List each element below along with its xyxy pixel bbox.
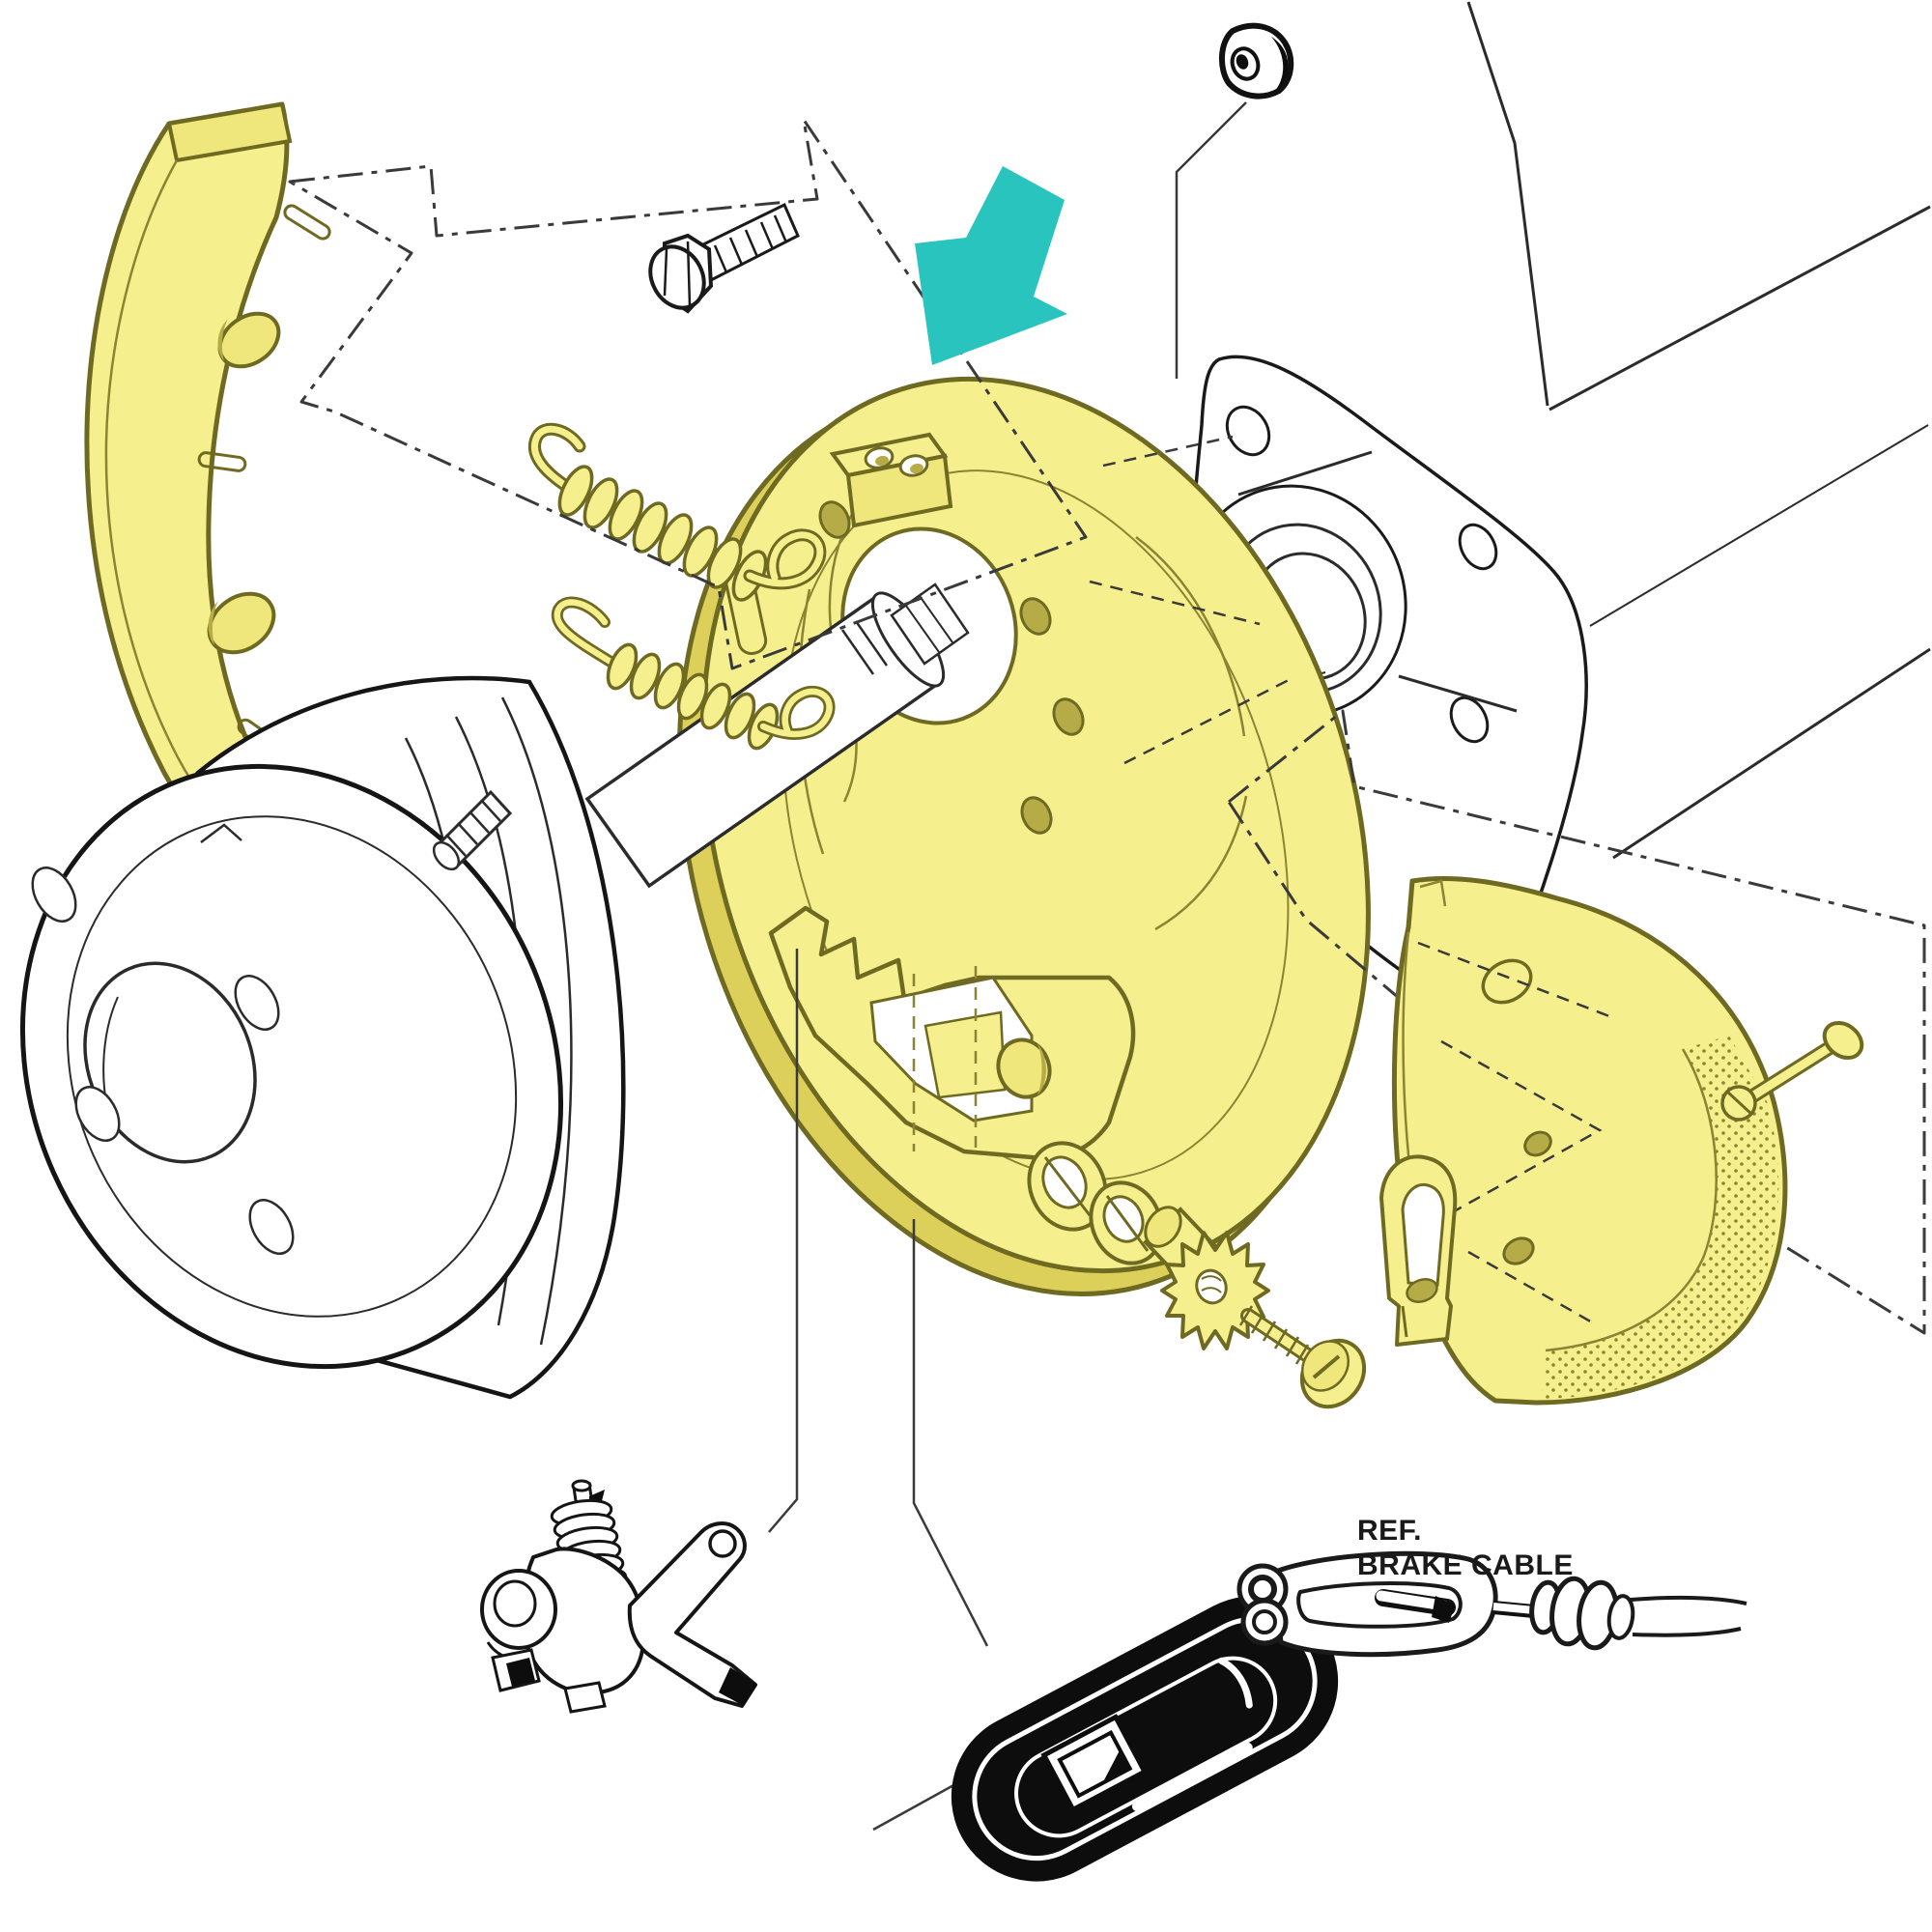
hold-down-clip	[1379, 1154, 1458, 1347]
ref-label-line1: REF.	[1357, 1515, 1422, 1547]
installation-arrow-left	[1227, 709, 1926, 1335]
cable-boot	[1529, 1576, 1635, 1651]
ref-label-line2: BRAKE CABLE	[1357, 1549, 1574, 1581]
lock-washer	[1027, 1141, 1108, 1232]
anchor-pin	[1720, 1020, 1864, 1122]
brake-shoe-right	[1391, 875, 1788, 1406]
pointer-arrow	[915, 166, 1067, 365]
brake-cable-lever	[480, 1479, 757, 1714]
adjuster-screw	[1238, 1305, 1367, 1409]
brake-drum	[19, 675, 626, 1400]
ref-label: REF. BRAKE CABLE	[1357, 1515, 1574, 1581]
brake-cable-clevis	[1236, 1550, 1747, 1658]
mounting-bolt	[648, 202, 800, 314]
access-grommet	[951, 1596, 1339, 1882]
anchor-block	[829, 432, 953, 528]
axle-tube	[1466, 1, 1931, 860]
retracting-spring-lower	[551, 596, 836, 751]
lock-nut	[1219, 22, 1294, 99]
retracting-spring-upper	[527, 422, 827, 602]
adjuster-bracket	[768, 905, 1136, 1161]
lever-arm	[627, 1521, 757, 1708]
wheel-stud	[432, 789, 513, 871]
installation-arrow-right	[288, 118, 1088, 670]
